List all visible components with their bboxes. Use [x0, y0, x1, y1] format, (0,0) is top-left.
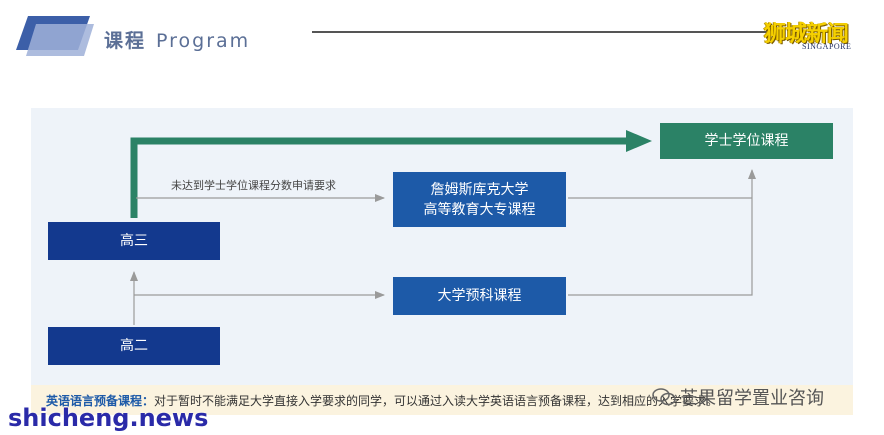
direct-entry-arrowhead [626, 130, 652, 152]
wechat-watermark-text: 芒果留学置业咨询 [680, 388, 824, 409]
footer-note: 英语语言预备课程：对于暂时不能满足大学直接入学要求的同学，可以通过入读大学英语语… [46, 392, 718, 409]
node-foundation: 大学预科课程 [393, 277, 566, 315]
node-jcu-diploma: 詹姆斯库克大学 高等教育大专课程 [393, 172, 566, 227]
node-gao3: 高三 [48, 222, 220, 260]
node-gao2: 高二 [48, 327, 220, 365]
node-gao2-label: 高二 [120, 338, 148, 354]
node-foundation-label: 大学预科课程 [437, 288, 522, 304]
page-title-en: Program [156, 30, 251, 52]
wechat-icon [652, 388, 676, 406]
edge-label-requirement: 未达到学士学位课程分数申请要求 [171, 179, 336, 192]
header-divider [312, 31, 780, 33]
footer-note-lead: 英语语言预备课程： [46, 394, 155, 408]
program-logo-icon [16, 16, 94, 56]
brand-name-cn: 狮城新闻 [764, 22, 849, 47]
brand-name-en: SINGAPORE [802, 42, 852, 51]
footer-band [31, 385, 853, 415]
node-jcu-line2: 高等教育大专课程 [423, 201, 536, 218]
site-watermark: shicheng.news [8, 404, 209, 432]
wechat-watermark: 芒果留学置业咨询 [652, 384, 824, 410]
direct-entry-arrow [130, 137, 628, 218]
page-title: 课程 Program [104, 26, 250, 53]
brand-logo: 狮城新闻 SINGAPORE [764, 14, 872, 56]
page-title-cn: 课程 [104, 30, 147, 52]
footer-note-text: 对于暂时不能满足大学直接入学要求的同学，可以通过入读大学英语语言预备课程，达到相… [154, 394, 719, 408]
node-bachelor-label: 学士学位课程 [704, 133, 789, 149]
foundation-to-bachelor-arrow [568, 169, 756, 296]
node-jcu-line1: 詹姆斯库克大学 [430, 181, 529, 198]
node-bachelor: 学士学位课程 [660, 123, 833, 159]
node-gao3-label: 高三 [120, 233, 148, 249]
